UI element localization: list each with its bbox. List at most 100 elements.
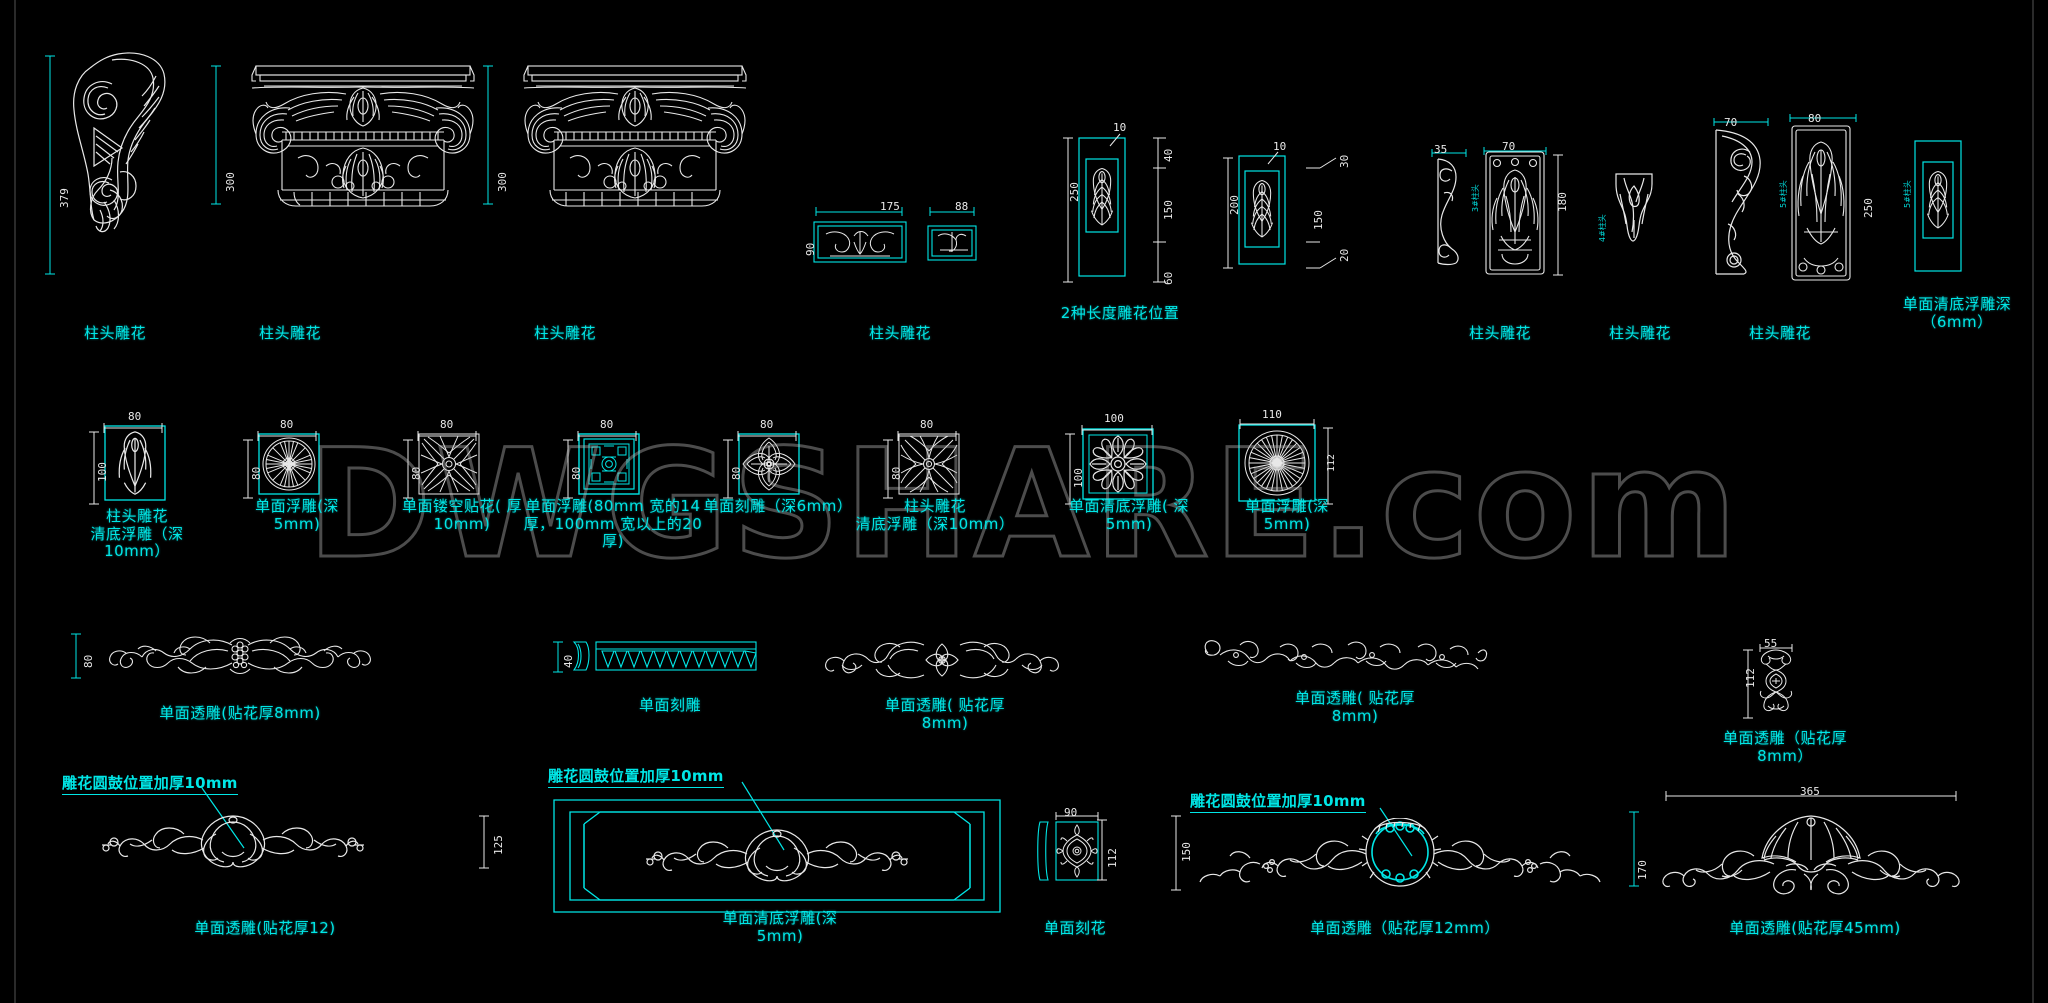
drawing-panel-6mm <box>1914 140 1962 276</box>
dim-r2c4-w: 80 <box>600 418 614 431</box>
dimline-r2c5 <box>723 431 797 499</box>
drawing-frieze-1 <box>90 633 390 683</box>
caption-r1c2: 柱头雕花 <box>258 324 321 342</box>
dimline-r1c7 <box>1431 147 1563 276</box>
dimline-r3c2 <box>553 641 563 673</box>
caption-r3c1: 单面透雕(贴花厚8mm) <box>159 704 321 722</box>
drawing-dentil-band <box>570 640 760 676</box>
leader-r4c4 <box>1379 807 1413 857</box>
dim-r1c5-total: 250 <box>1068 182 1081 202</box>
dim-r2c2-w: 80 <box>280 418 294 431</box>
dim-r1c4-w1: 175 <box>880 200 900 213</box>
drawing-bracket-3 <box>1432 157 1466 271</box>
caption-r2c4: 单面浮雕(80mm 宽的14 厚，100mm 宽以上的20 厚) <box>523 497 703 551</box>
sheet-border-left <box>14 0 16 1003</box>
dimline-r1c1 <box>45 55 55 275</box>
drawing-ionic-capital-1 <box>238 62 488 231</box>
dim-r3c1-h: 80 <box>82 654 95 668</box>
drawing-frieze-3 <box>1200 637 1490 683</box>
dimline-r2c3 <box>403 431 477 499</box>
dim-r3c2-h: 40 <box>562 654 575 668</box>
drawing-frieze-2 <box>812 637 1072 687</box>
sublabel-r1c7: 3#柱头 <box>1471 184 1480 212</box>
dim-r4c4-h: 150 <box>1180 842 1193 862</box>
caption-r2c7: 单面清底浮雕( 深 5mm) <box>1068 497 1190 533</box>
drawing-bracket-5 <box>1712 128 1770 280</box>
dim-r1c1-h: 379 <box>58 188 71 208</box>
drawing-capital-plan <box>810 212 990 278</box>
dim-r4c1-h: 125 <box>492 835 505 855</box>
drawing-corbel-1 <box>60 40 210 239</box>
dim-r2c6-w: 80 <box>920 418 934 431</box>
dim-r1c9-w2: 80 <box>1808 112 1822 125</box>
dim-r1c7-w2: 70 <box>1502 140 1516 153</box>
dim-r1c5-t: 10 <box>1113 121 1127 134</box>
dim-r4c3-h: 112 <box>1106 848 1119 868</box>
caption-r1c5: 2种长度雕花位置 <box>1060 304 1180 322</box>
dim-r3c5-h: 112 <box>1744 668 1757 688</box>
drawing-onlay-1 <box>88 810 378 878</box>
dim-r1c6-total: 200 <box>1228 195 1241 215</box>
caption-r1c9: 柱头雕花 <box>1748 324 1811 342</box>
caption-r3c3: 单面透雕( 贴花厚 8mm) <box>884 696 1006 732</box>
drawing-sq-r2c1 <box>104 425 166 505</box>
caption-r2c2: 单面浮雕(深 5mm) <box>255 497 339 533</box>
caption-r3c2: 单面刻雕 <box>638 696 701 714</box>
dim-r1c2-h: 300 <box>224 172 237 192</box>
caption-r1c4: 柱头雕花 <box>868 324 931 342</box>
dim-r1c5-c: 60 <box>1162 271 1175 285</box>
caption-r1c1: 柱头雕花 <box>83 324 146 342</box>
drawing-panel-250 <box>1078 137 1126 281</box>
sublabel-r1c8: 4#柱头 <box>1598 214 1607 242</box>
dim-r2c7-h: 100 <box>1072 468 1085 488</box>
drawing-sq-r2c8 <box>1238 424 1316 506</box>
dimline-r2c1 <box>89 423 163 505</box>
dimline-r4c1 <box>479 815 489 869</box>
dim-r1c5-b: 150 <box>1162 200 1175 220</box>
dimline-r1c5 <box>1063 133 1166 283</box>
caption-r2c3: 单面镂空贴花( 厚 10mm) <box>401 497 523 533</box>
dim-r1c4-h: 90 <box>804 242 817 256</box>
drawing-panel-200 <box>1238 155 1286 269</box>
dimline-r4c4 <box>1171 815 1181 891</box>
dim-r2c4-h: 80 <box>570 466 583 480</box>
dim-r1c9-h: 250 <box>1862 198 1875 218</box>
dimline-r4c3 <box>1055 812 1107 881</box>
drawing-pendant-4 <box>1610 172 1658 248</box>
caption-r2c6: 柱头雕花 清底浮雕（深10mm） <box>855 497 1015 533</box>
dimline-r1c9 <box>1713 114 1857 126</box>
dimline-r1c6 <box>1223 151 1337 269</box>
caption-r4c2: 单面清底浮雕(深 5mm) <box>722 909 838 945</box>
dim-r2c1-w: 80 <box>128 410 142 423</box>
drawing-wreath-onlay <box>1190 817 1610 900</box>
sublabel-r1c10: 5#柱头 <box>1903 180 1912 208</box>
dim-r2c3-w: 80 <box>440 418 454 431</box>
caption-r1c8: 柱头雕花 <box>1608 324 1671 342</box>
dim-r1c6-b: 150 <box>1312 210 1325 230</box>
caption-r1c10: 单面清底浮雕深 （6mm） <box>1902 295 2012 331</box>
drawing-vert-ornament <box>1758 648 1794 718</box>
dim-r1c7-h: 180 <box>1556 192 1569 212</box>
dimline-r2c6 <box>883 431 957 499</box>
dim-r1c7-w1: 35 <box>1434 143 1448 156</box>
dimline-r2c8 <box>1239 419 1333 505</box>
dim-r2c5-h: 80 <box>730 466 743 480</box>
drawing-panel-5 <box>1790 124 1852 286</box>
dim-r2c5-w: 80 <box>760 418 774 431</box>
drawing-sq-r2c4 <box>578 433 640 499</box>
dimline-r1c4 <box>815 207 975 216</box>
caption-r4c4: 单面透雕（贴花厚12mm） <box>1310 919 1500 937</box>
drawing-panel-3 <box>1484 150 1546 280</box>
drawing-ionic-capital-2 <box>510 62 760 231</box>
dimline-r4c5 <box>1629 791 1957 887</box>
drawing-plaque <box>1036 818 1100 888</box>
drawing-sq-r2c5 <box>738 433 800 499</box>
caption-r1c3: 柱头雕花 <box>533 324 596 342</box>
sheet-border-right <box>2032 0 2034 1003</box>
caption-r1c7: 柱头雕花 <box>1468 324 1531 342</box>
dimline-r2c7 <box>1065 425 1153 505</box>
dimline-r2c4 <box>563 431 637 499</box>
dim-r2c6-h: 80 <box>890 466 903 480</box>
dimline-r1c2 <box>211 65 221 205</box>
